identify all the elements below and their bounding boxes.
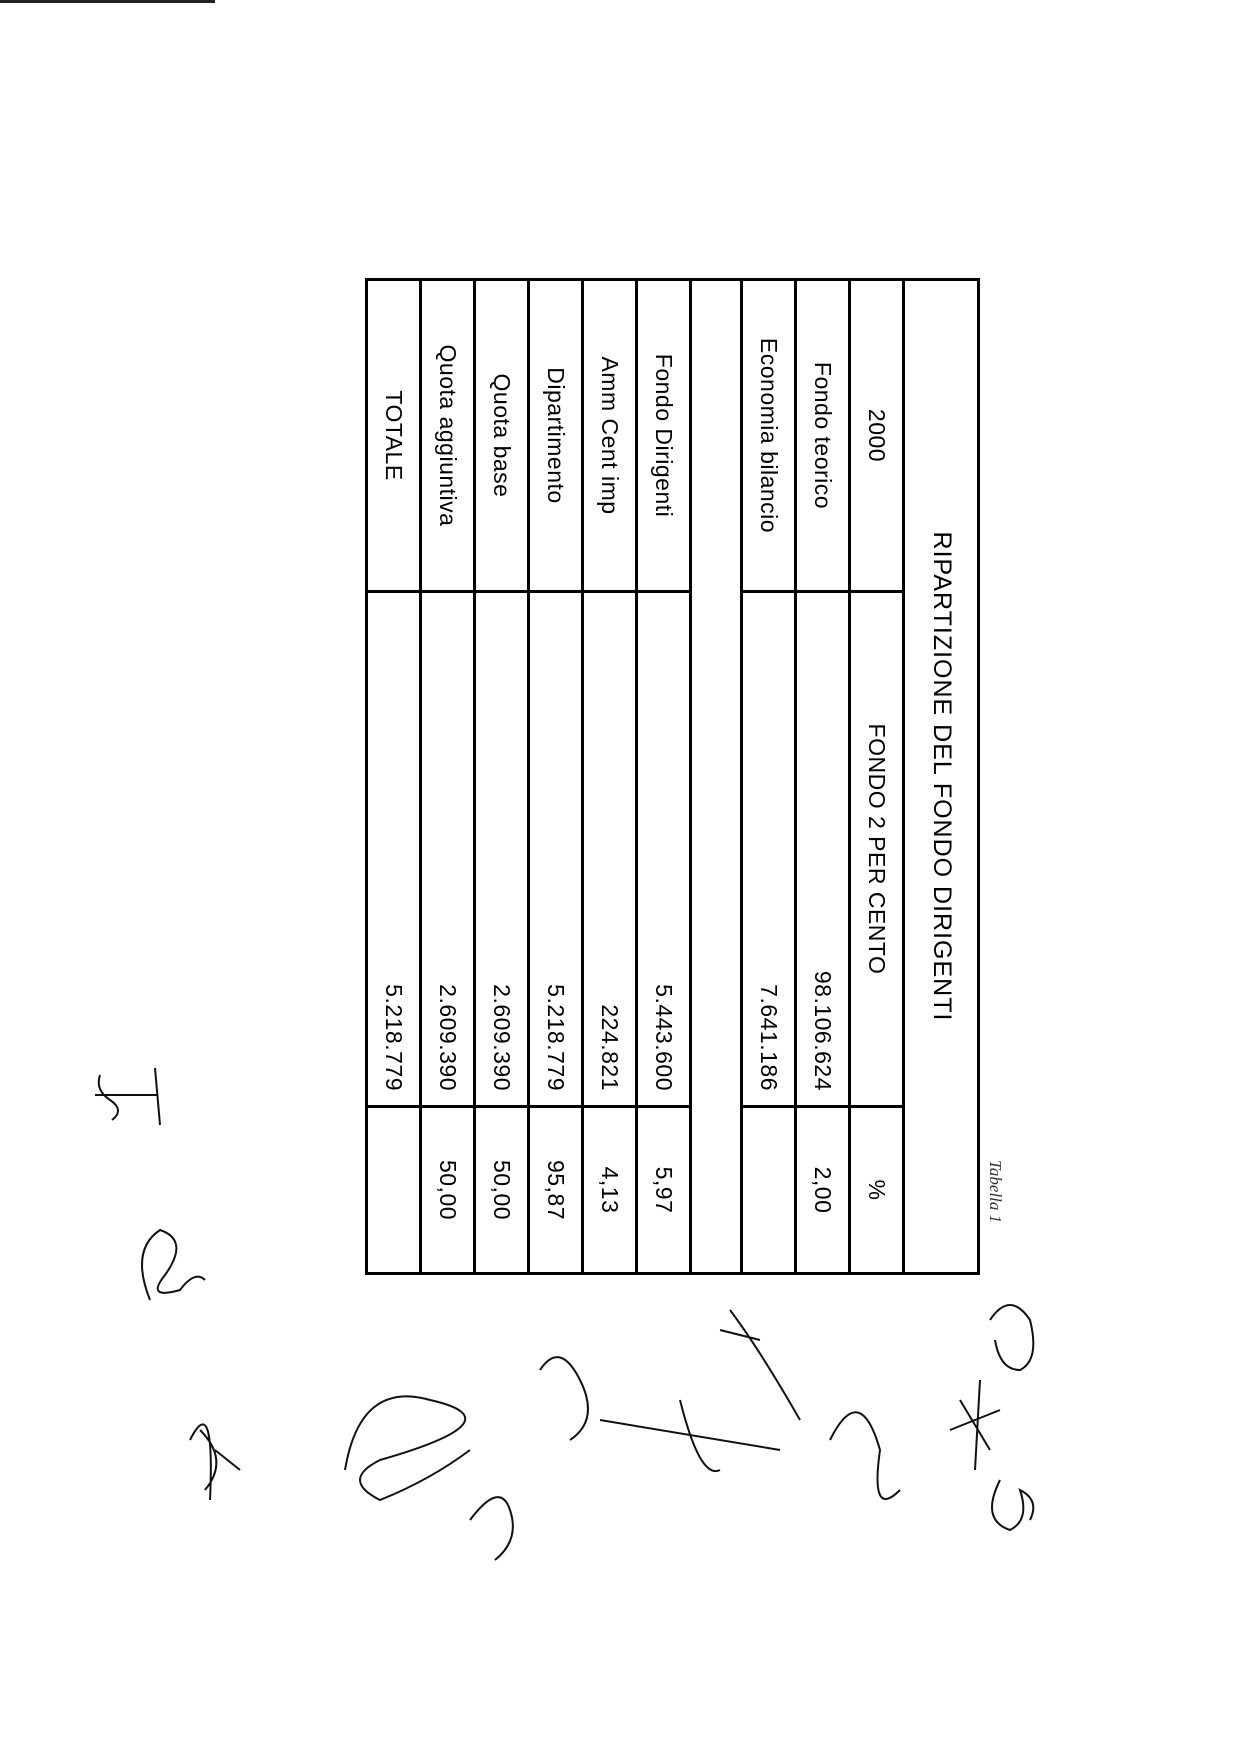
- signature-mark: [539, 1356, 589, 1441]
- signature-mark: [989, 1304, 1035, 1372]
- signature-mark: [949, 1379, 1001, 1471]
- scan-edge-line: [0, 0, 215, 3]
- signature-mark: [469, 1496, 514, 1561]
- signature-mark: [719, 1309, 801, 1421]
- signature-mark: [991, 1479, 1035, 1532]
- signature-mark: [189, 1423, 241, 1501]
- signature-mark: [344, 1395, 471, 1502]
- signature-mark: [141, 1228, 206, 1301]
- signature-mark: [95, 1067, 161, 1126]
- signature-mark: [599, 1399, 781, 1473]
- signature-mark: [829, 1411, 901, 1500]
